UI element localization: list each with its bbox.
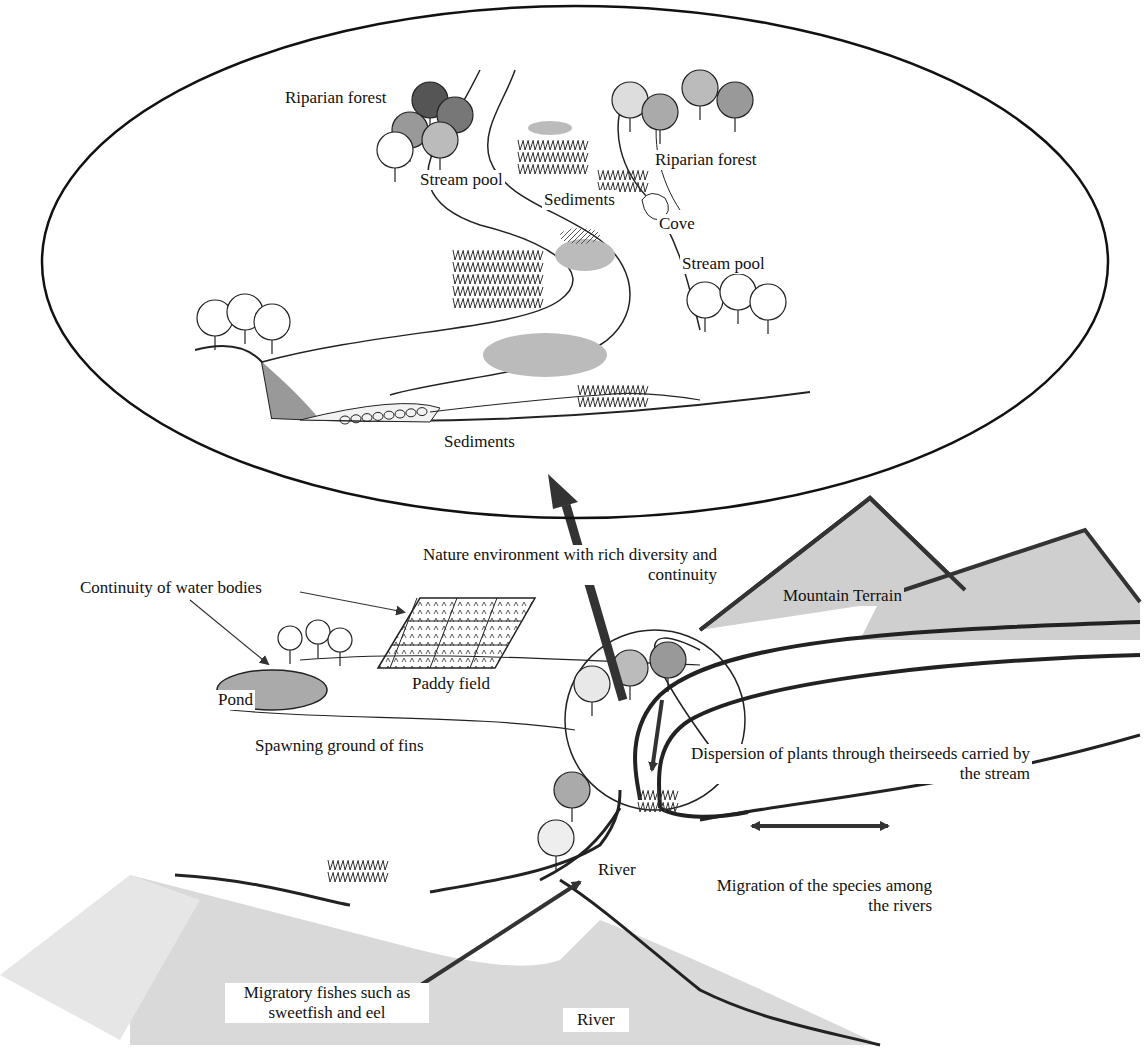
label: Pond: [216, 690, 255, 710]
ellipse-outline: [40, 4, 1110, 520]
landscape: [0, 498, 1140, 1045]
region-label: Stream pool: [680, 254, 767, 274]
paddy-field: [378, 598, 535, 668]
region-label: Sediments: [542, 190, 617, 210]
region-label: Cove: [657, 214, 697, 234]
label: Spawning ground of fins: [253, 736, 426, 756]
pond: [217, 670, 327, 710]
detail-ellipse: Riparian forestRiparian forestStream poo…: [40, 4, 1110, 520]
label: Migration of the species among the river…: [708, 876, 934, 916]
river-detail: [195, 70, 810, 422]
region-label: Stream pool: [418, 170, 505, 190]
label: River: [596, 860, 638, 880]
region-label: Riparian forest: [283, 88, 389, 108]
label: River: [563, 1008, 629, 1032]
label: Nature environment with rich diversity a…: [385, 545, 719, 585]
label: Dispersion of plants through theirseeds …: [688, 744, 1032, 784]
label: Continuity of water bodies: [78, 578, 264, 598]
region-label: Riparian forest: [653, 150, 759, 170]
region-label: Sediments: [442, 432, 517, 452]
label: Paddy field: [410, 674, 492, 694]
label: Mountain Terrain: [781, 586, 904, 606]
label: Migratory fishes such as sweetfish and e…: [225, 983, 429, 1023]
